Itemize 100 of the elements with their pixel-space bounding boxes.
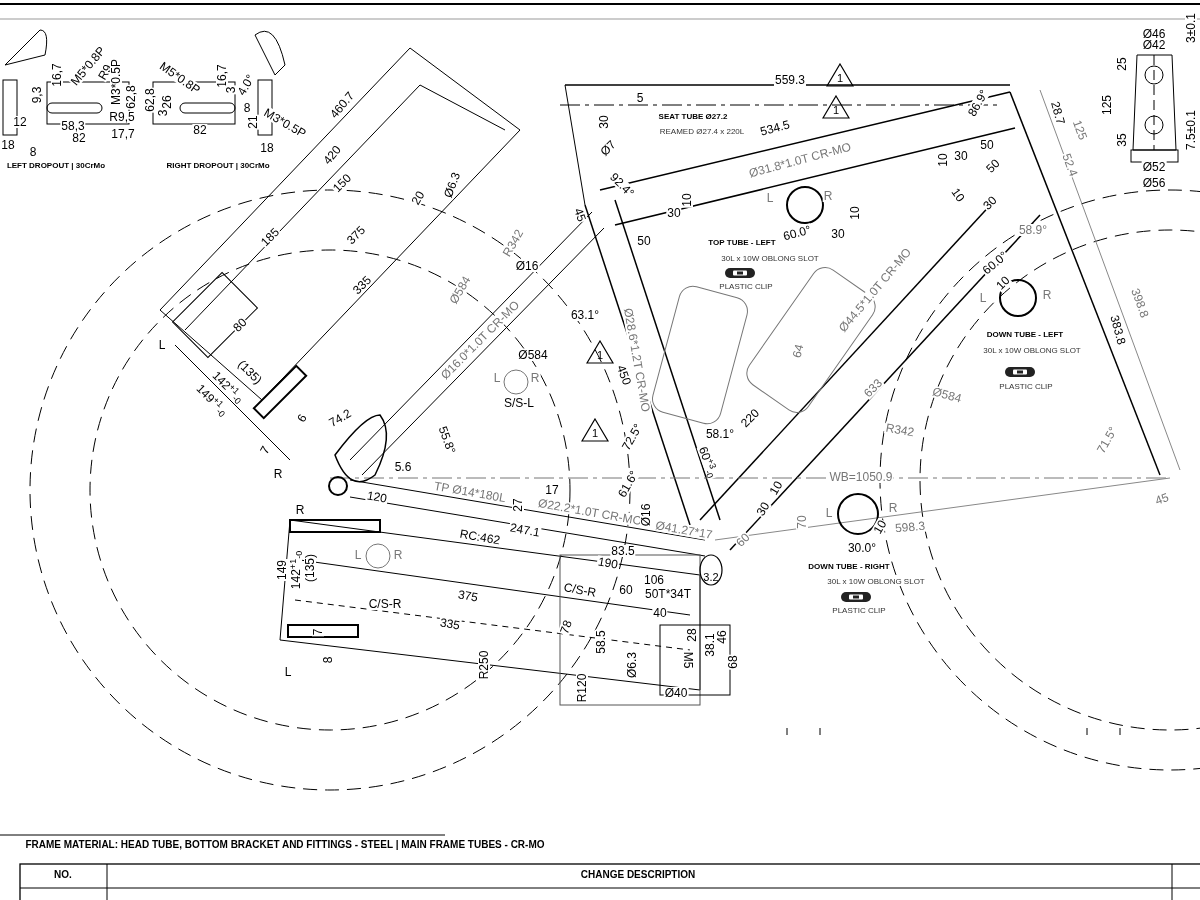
dimension-text: 8 — [322, 655, 334, 665]
dimension-text: 70 — [796, 514, 808, 530]
dimension-text: 190 — [596, 555, 620, 571]
dimension-text: 18 — [0, 139, 16, 151]
dimension-text: Ø6.3 — [441, 169, 463, 201]
dimension-text: 8 — [242, 102, 252, 114]
dimension-text: 64 — [790, 342, 806, 360]
dimension-text: 58.9° — [1017, 224, 1049, 236]
dimension-text: RC:462 — [457, 527, 503, 547]
header-text: FRAME MATERIAL: HEAD TUBE, BOTTOM BRACKET AND FITTINGS - STEEL | MAIN FRAME TUBES - CR-MO — [24, 840, 546, 850]
dimension-text: 10 — [681, 192, 693, 208]
note-text: PLASTIC CLIP — [831, 607, 887, 615]
dimension-text: Ø46 — [1141, 28, 1167, 40]
dimension-text: L — [978, 292, 988, 304]
dimension-text: 46 — [716, 629, 728, 645]
dimension-text: 58,3 — [60, 120, 86, 132]
part-title: LEFT DROPOUT | 30CrMo — [5, 162, 107, 170]
revision-triangle: 1 — [581, 418, 609, 442]
part-title: SEAT TUBE Ø27.2 — [657, 113, 729, 121]
part-title: DOWN TUBE - RIGHT — [807, 563, 891, 571]
dimension-text: R — [294, 504, 306, 516]
dimension-text: 398.8 — [1128, 285, 1152, 321]
dimension-text: 26 — [161, 94, 173, 110]
dimension-text: 7 — [312, 627, 324, 637]
dimension-text: 16,7 — [51, 62, 63, 88]
dimension-text: 82 — [192, 124, 208, 136]
dimension-text: Ø16 — [640, 502, 652, 528]
dimension-text: Ø584 — [517, 349, 549, 361]
dimension-text: R342 — [883, 421, 917, 439]
dimension-text: Ø584 — [930, 385, 964, 405]
dimension-text: TP Ø14*180L — [432, 479, 508, 505]
dimension-text: 62,8 — [125, 84, 137, 110]
dimension-text: 83.5 — [610, 545, 636, 557]
dimension-text: 10 — [937, 152, 949, 168]
revision-ellipse: 3.2 — [699, 554, 723, 586]
dimension-text: 10 — [849, 205, 861, 221]
dimension-text: Ø52 — [1141, 161, 1167, 173]
dimension-text: 383.8 — [1108, 313, 1128, 347]
note-text: 30L x 10W OBLONG SLOT — [826, 578, 926, 586]
dimension-text: L — [765, 192, 775, 204]
dimension-text: 8 — [28, 146, 38, 158]
part-title: TOP TUBE - LEFT — [707, 239, 777, 247]
dimension-text: 30.0° — [846, 542, 878, 554]
note-text: PLASTIC CLIP — [718, 283, 774, 291]
dimension-text: 52.4 — [1060, 151, 1080, 179]
dimension-text: C/S-R — [367, 598, 403, 610]
dimension-text: 5 — [635, 92, 645, 104]
dimension-text: Ø41.27*17 — [653, 518, 715, 542]
dimension-text: 3 — [225, 85, 237, 95]
revision-triangle: 1 — [826, 63, 854, 87]
dimension-text: 58.1° — [704, 428, 736, 440]
note-text: PLASTIC CLIP — [998, 383, 1054, 391]
dimension-text: 7.5±0.1 — [1185, 109, 1197, 151]
dimension-text: 18 — [259, 142, 275, 154]
dimension-text: 17 — [544, 484, 560, 496]
dimension-text: 120 — [365, 489, 389, 505]
note-text: 30L x 10W OBLONG SLOT — [720, 255, 820, 263]
dimension-text: R — [1041, 289, 1053, 301]
dimension-text: 21 — [247, 114, 259, 130]
dimension-text: C/S-R — [561, 581, 599, 599]
dimension-text: 598.3 — [893, 519, 927, 535]
header-text: NO. — [53, 870, 73, 880]
dimension-text: 74.2 — [326, 406, 354, 430]
dimension-text: L — [283, 666, 293, 678]
dimension-text: 9,3 — [31, 85, 43, 105]
dimension-text: Ø16 — [514, 260, 540, 272]
dimension-text: R — [887, 502, 899, 514]
dimension-text: 28 — [686, 627, 698, 643]
dimension-text: Ø6.3 — [626, 651, 638, 679]
part-title: RIGHT DROPOUT | 30CrMo — [165, 162, 271, 170]
dimension-text: 149 — [276, 559, 288, 581]
dimension-text: 50 — [636, 235, 652, 247]
dimension-text: 5.6 — [393, 461, 413, 473]
dimension-text: 68 — [727, 654, 739, 670]
dimension-text: 559.3 — [774, 74, 806, 86]
dimension-text: S/S-L — [503, 397, 535, 409]
dimension-text: R — [822, 190, 834, 202]
header-text: CHANGE DESCRIPTION — [579, 870, 697, 880]
dimension-text: 30 — [753, 499, 773, 519]
dimension-text: 27 — [512, 497, 524, 513]
note-text: 30L x 10W OBLONG SLOT — [982, 347, 1082, 355]
dimension-text: 50 — [979, 139, 995, 151]
dimension-text: 534.5 — [758, 118, 792, 138]
dimension-text: 62,8 — [144, 87, 156, 113]
dimension-text: 82 — [71, 132, 87, 144]
dimension-text: 30 — [666, 207, 682, 219]
dimension-text: 335 — [438, 616, 462, 632]
dimension-text: R120 — [576, 672, 588, 704]
revision-triangle: 1 — [822, 95, 850, 119]
dimension-text: L — [157, 339, 167, 351]
dimension-text: Ø40 — [663, 687, 689, 699]
dimension-text: R9,5 — [108, 111, 136, 123]
dimension-text: 125 — [1101, 94, 1113, 116]
dimension-text: M3*0.5P — [110, 58, 122, 106]
note-text: REAMED Ø27.4 x 220L — [658, 128, 746, 136]
dimension-text: R250 — [478, 649, 490, 681]
dimension-text: 38.1 — [704, 632, 716, 658]
dimension-text: 17,7 — [110, 128, 136, 140]
dimension-text: 12 — [12, 116, 28, 128]
dimension-text: L — [492, 372, 502, 384]
